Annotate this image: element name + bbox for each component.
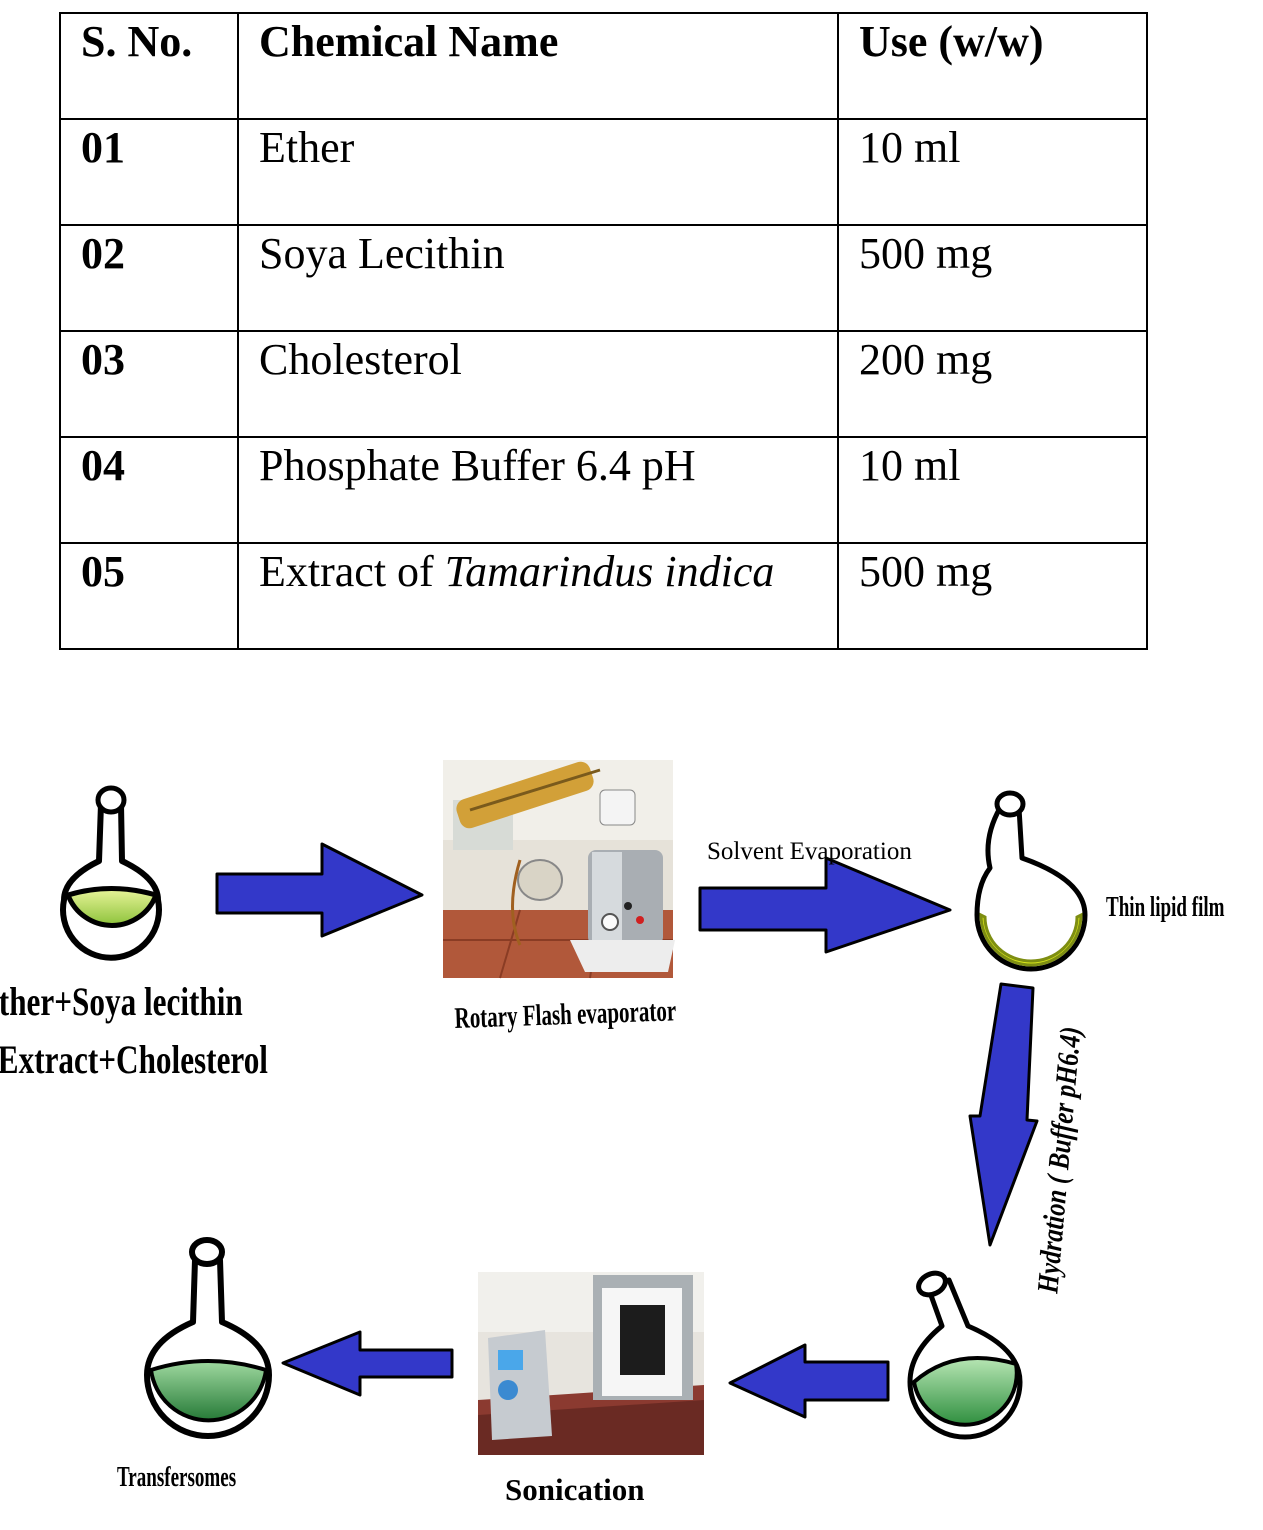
cell-sno: 01 [59, 118, 239, 226]
table-row: 02 Soya Lecithin 500 mg [59, 224, 1148, 332]
sonication-label: Sonication [505, 1472, 645, 1507]
chemical-name-text: Cholesterol [259, 335, 462, 384]
table-row: 05 Extract of Tamarindus indica 500 mg [59, 542, 1148, 650]
chemical-name-text: Phosphate Buffer 6.4 pH [259, 441, 696, 490]
cell-chemical-name: Cholesterol [237, 330, 839, 438]
cell-use: 10 ml [837, 436, 1148, 544]
flask-icon [60, 785, 162, 961]
solvent-evaporation-label: Solvent Evaporation [707, 838, 912, 865]
table-header-row: S. No. Chemical Name Use (w/w) [59, 12, 1148, 120]
chemical-name-text: Soya Lecithin [259, 229, 505, 278]
cell-use: 500 mg [837, 224, 1148, 332]
cell-sno: 05 [59, 542, 239, 650]
transfersomes-label: Transfersomes [117, 1462, 237, 1493]
arrow-down-icon [968, 982, 1039, 1247]
cell-use: 500 mg [837, 542, 1148, 650]
start-mixture-label-line1: Ether+Soya lecithin [0, 979, 243, 1024]
flask-icon [144, 1237, 272, 1439]
arrow-right-icon [215, 842, 424, 938]
flask-icon [974, 790, 1088, 972]
cell-chemical-name: Phosphate Buffer 6.4 pH [237, 436, 839, 544]
chemical-name-text: Extract of [259, 547, 445, 596]
cell-sno: 02 [59, 224, 239, 332]
formulation-table: S. No. Chemical Name Use (w/w) 01 Ether … [59, 12, 1148, 650]
thin-lipid-film-label: Thin lipid film [1106, 892, 1225, 923]
arrow-right-icon [698, 856, 952, 954]
rotary-evaporator-image [443, 760, 675, 979]
cell-chemical-name: Ether [237, 118, 839, 226]
start-mixture-label-line2: +Extract+Cholesterol [0, 1037, 268, 1082]
header-use: Use (w/w) [837, 12, 1148, 120]
header-chemical-name: Chemical Name [237, 12, 839, 120]
arrow-left-icon [281, 1330, 454, 1397]
cell-use: 10 ml [837, 118, 1148, 226]
cell-sno: 03 [59, 330, 239, 438]
table-row: 04 Phosphate Buffer 6.4 pH 10 ml [59, 436, 1148, 544]
cell-chemical-name: Soya Lecithin [237, 224, 839, 332]
header-sno: S. No. [59, 12, 239, 120]
table-row: 01 Ether 10 ml [59, 118, 1148, 226]
cell-sno: 04 [59, 436, 239, 544]
table-row: 03 Cholesterol 200 mg [59, 330, 1148, 438]
transfersome-preparation-diagram: Ether+Soya lecithin +Extract+Cholesterol… [0, 740, 1263, 1530]
cell-use: 200 mg [837, 330, 1148, 438]
arrow-left-icon [728, 1343, 890, 1419]
cell-chemical-name: Extract of Tamarindus indica [237, 542, 839, 650]
chemical-name-text: Ether [259, 123, 355, 172]
diagram-graphics [60, 760, 1088, 1455]
chemical-name-italic: Tamarindus indica [444, 547, 775, 596]
flask-icon [907, 1270, 1023, 1440]
sonicator-image [478, 1272, 704, 1455]
